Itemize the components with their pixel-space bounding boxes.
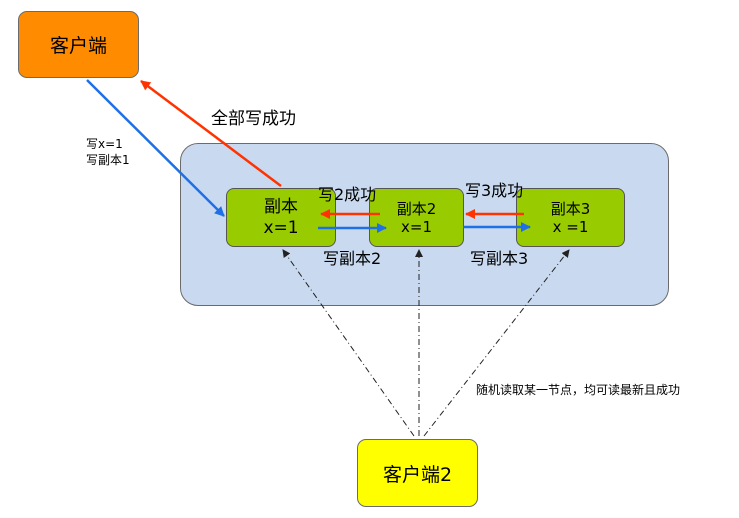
replica-3-name: 副本3: [550, 199, 591, 218]
replica-1-name: 副本: [264, 197, 298, 218]
replica-2-value: x=1: [401, 217, 432, 236]
read-line-to-replica3: [423, 249, 570, 437]
write2-success-label: 写2成功: [318, 185, 377, 204]
replica-3-value: x =1: [552, 217, 589, 236]
client-node: 客户端: [18, 11, 139, 78]
random-read-label: 随机读取某一节点，均可读最新且成功: [476, 383, 681, 397]
client-2-label: 客户端2: [382, 463, 453, 486]
write-replica3-label: 写副本3: [470, 249, 529, 268]
replica-2-node: 副本2 x=1: [369, 188, 464, 247]
client-2-node: 客户端2: [357, 439, 478, 507]
replica-1-value: x=1: [263, 217, 299, 238]
all-write-success-label: 全部写成功: [211, 109, 296, 129]
replica-3-node: 副本3 x =1: [516, 188, 625, 247]
write-arrow-client-to-replica1: [86, 79, 225, 217]
write-replica1-label: 写副本1: [86, 153, 130, 167]
write-x1-label: 写x=1: [86, 137, 123, 151]
replica-1-node: 副本 x=1: [226, 188, 336, 247]
replica-2-name: 副本2: [396, 199, 437, 218]
ack-arrow-replica1-to-client: [140, 80, 282, 187]
write3-success-label: 写3成功: [465, 181, 524, 200]
client-label: 客户端: [49, 35, 107, 57]
read-line-to-replica1: [282, 249, 415, 437]
write-replica2-label: 写副本2: [323, 249, 382, 268]
